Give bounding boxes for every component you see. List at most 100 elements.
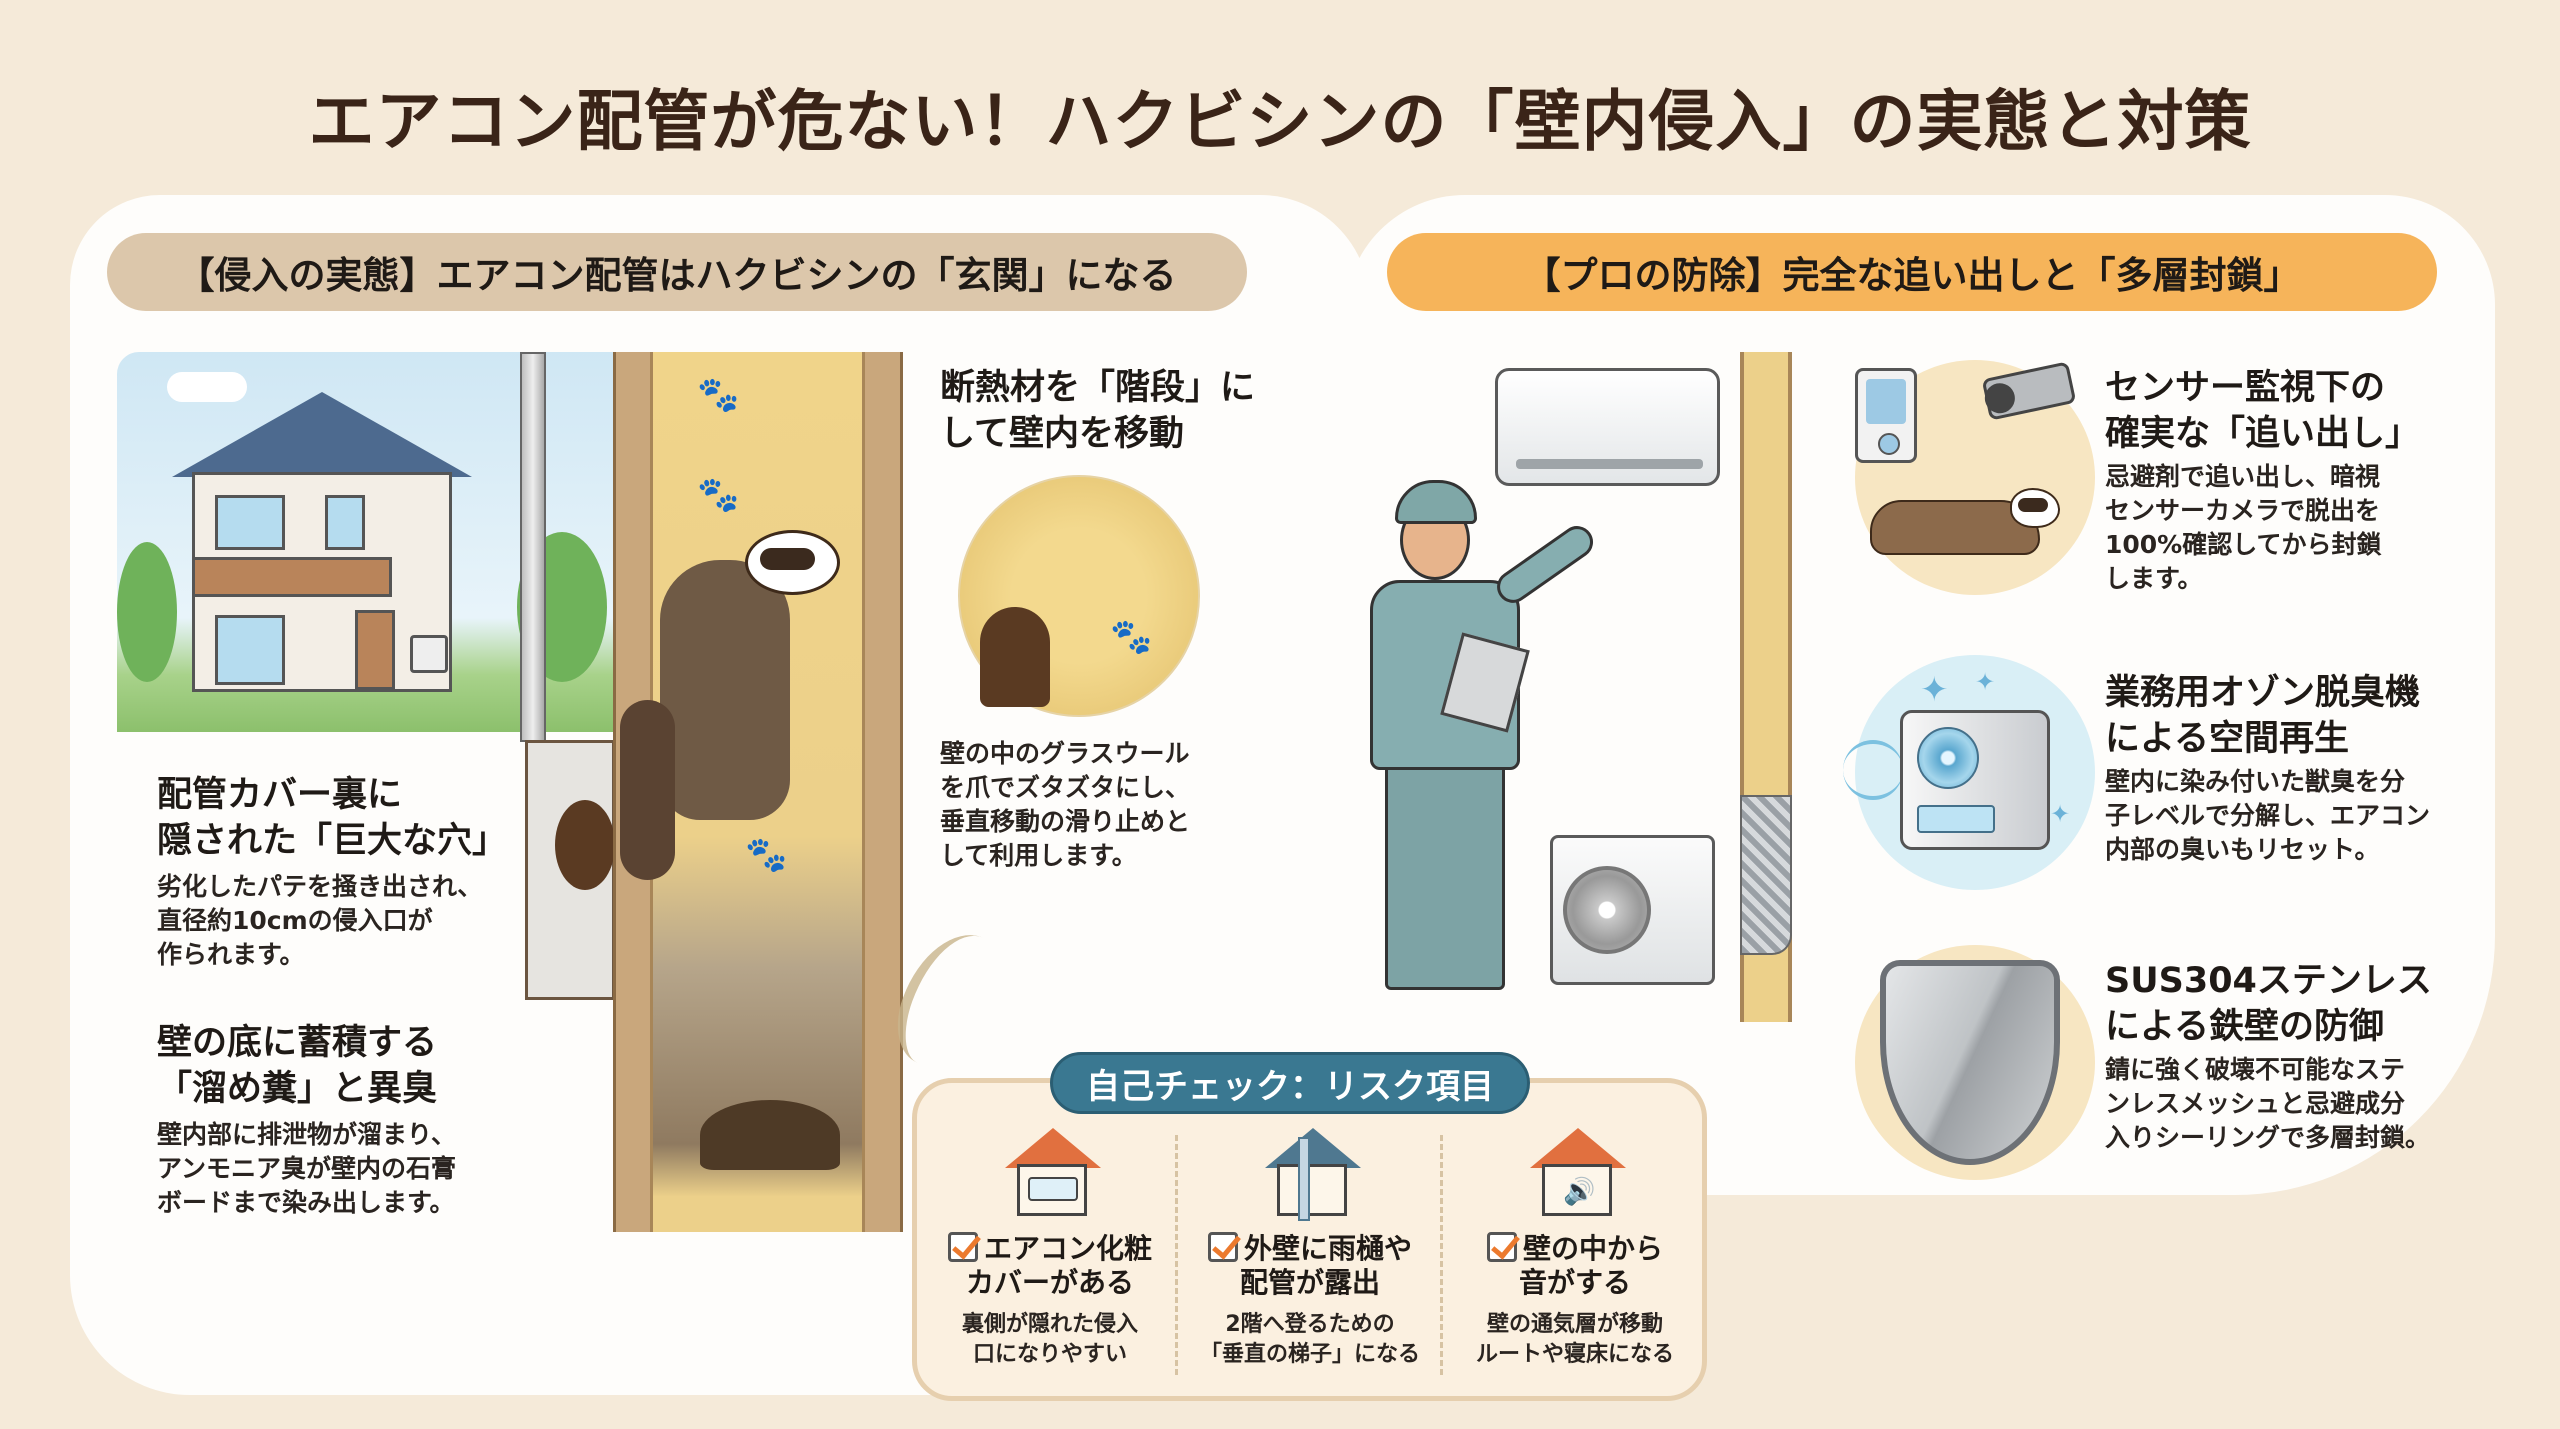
heading-line: による空間再生 [2105, 719, 2349, 759]
roof-shape [1265, 1128, 1361, 1168]
tree-icon [117, 542, 177, 682]
panel [1917, 805, 1995, 833]
body-line: 作られます。 [157, 940, 305, 969]
civet-illustration [660, 560, 790, 820]
heading-line: センサー監視下の [2105, 368, 2386, 408]
risk-desc: 壁の通気層が移動 ルートや寝床になる [1445, 1310, 1705, 1370]
divider [1440, 1135, 1443, 1375]
heading-line: 確実な「追い出し」 [2105, 414, 2421, 454]
door-icon [355, 610, 395, 690]
fan-icon [1563, 866, 1651, 954]
desc-line: ルートや寝床になる [1475, 1342, 1674, 1367]
heading-line: 「溜め糞」と異臭 [157, 1069, 438, 1109]
window-icon [215, 495, 285, 550]
paw-print-icon: 🐾 [1110, 617, 1153, 657]
house-sound-icon: 🔊 [1530, 1128, 1626, 1218]
item-heading-droppings: 壁の底に蓄積する 「溜め糞」と異臭 [157, 1020, 437, 1112]
body-line: 壁内部に排泄物が溜まり、 [157, 1120, 457, 1149]
heading-line: による鉄壁の防御 [2105, 1007, 2384, 1047]
body-line: 内部の臭いもリセット。 [2105, 835, 2380, 864]
feature-heading-shield: SUS304ステンレス による鉄壁の防御 [2105, 958, 2432, 1050]
feature-body-eviction: 忌避剤で追い出し、暗視 センサーカメラで脱出を 100%確認してから封鎖 します… [2105, 460, 2382, 596]
heading-line: して壁内を移動 [940, 414, 1184, 454]
house-shape: 🔊 [1542, 1164, 1612, 1216]
item-body-droppings: 壁内部に排泄物が溜まり、 アンモニア臭が壁内の石膏 ボードまで染み出します。 [157, 1118, 456, 1220]
shield-icon [1880, 960, 2060, 1165]
heading-line: SUS304ステンレス [2105, 961, 2432, 1001]
risk-label[interactable]: エアコン化粧 カバーがある [920, 1232, 1180, 1300]
body-line: アンモニア臭が壁内の石膏 [157, 1154, 457, 1183]
item-body-insulation: 壁の中のグラスウール を爪でズタズタにし、 垂直移動の滑り止めと して利用します… [940, 737, 1190, 873]
checkbox-icon[interactable] [1207, 1232, 1238, 1262]
heading-line: 配管カバー裏に [157, 775, 403, 815]
ozone-machine-icon [1900, 710, 2050, 850]
heading-line: 業務用オゾン脱臭機 [2105, 673, 2421, 713]
checkbox-icon[interactable] [1486, 1232, 1517, 1262]
feature-body-shield: 錆に強く破壊不可能なステ ンレスメッシュと忌避成分 入りシーリングで多層封鎖。 [2105, 1053, 2430, 1155]
sparkle-icon: ✦ [1975, 668, 1996, 696]
right-panel-header: 【プロの防除】完全な追い出しと「多層封鎖」 [1387, 233, 2437, 311]
roof-icon [172, 392, 472, 477]
paw-print-icon: 🐾 [697, 375, 740, 415]
divider [1175, 1135, 1178, 1375]
sparkle-icon: ✦ [2050, 800, 2071, 828]
checkbox-icon[interactable] [947, 1232, 978, 1262]
wall-hole [555, 800, 615, 890]
civet-head-icon [2010, 488, 2060, 528]
body-line: 劣化したパテを掻き出され、 [157, 872, 483, 901]
roof-shape [1530, 1128, 1626, 1168]
body-line: を爪でズタズタにし、 [940, 773, 1191, 802]
technician-legs [1385, 760, 1505, 990]
risk-check-title: 自己チェック：リスク項目 [1050, 1052, 1530, 1114]
risk-item-aircon-cover: エアコン化粧 カバーがある 裏側が隠れた侵入 口になりやすい [920, 1128, 1180, 1398]
body-line: 直径約10cmの侵入口が [157, 906, 433, 935]
body-line: 子レベルで分解し、エアコン [2105, 801, 2431, 830]
droppings-pile [700, 1100, 840, 1170]
balcony [192, 557, 392, 597]
drain-pipe [520, 352, 546, 742]
body-line: して利用します。 [940, 841, 1137, 870]
claw-icon [980, 607, 1050, 707]
house-shape [1017, 1164, 1087, 1216]
feature-heading-ozone: 業務用オゾン脱臭機 による空間再生 [2105, 670, 2420, 762]
desc-line: 裏側が隠れた侵入 [961, 1312, 1138, 1337]
desc-line: 壁の通気層が移動 [1486, 1312, 1663, 1337]
body-line: 壁内に染み付いた獣臭を分 [2105, 767, 2406, 796]
risk-label[interactable]: 外壁に雨樋や 配管が露出 [1180, 1232, 1440, 1300]
body-line: します。 [2105, 564, 2203, 593]
window-icon [325, 495, 365, 550]
ac-outdoor-unit [1550, 835, 1715, 985]
insulation-closeup-illustration: 🐾 [958, 475, 1200, 717]
body-line: 100%確認してから封鎖 [2105, 530, 2382, 559]
sparkle-icon: ✦ [1920, 670, 1949, 710]
risk-item-wall-sound: 🔊 壁の中から 音がする 壁の通気層が移動 ルートや寝床になる [1445, 1128, 1705, 1398]
downpipe-icon [1298, 1137, 1310, 1221]
body-line: センサーカメラで脱出を [2105, 496, 2381, 525]
body-line: 壁の中のグラスウール [940, 739, 1190, 768]
window-icon [215, 615, 285, 685]
house-aircon-icon [1005, 1128, 1101, 1218]
heading-line: 壁の底に蓄積する [157, 1023, 438, 1063]
roof-shape [1005, 1128, 1101, 1168]
feature-heading-eviction: センサー監視下の 確実な「追い出し」 [2105, 365, 2420, 457]
body-line: 入りシーリングで多層封鎖。 [2105, 1123, 2431, 1152]
ac-vent [1516, 459, 1703, 469]
heading-line: 断熱材を「階段」に [940, 368, 1256, 408]
house-shape [1277, 1137, 1347, 1221]
label-line: 壁の中から [1522, 1232, 1663, 1265]
label-line: カバーがある [965, 1266, 1134, 1299]
body-line: 垂直移動の滑り止めと [940, 807, 1191, 836]
body-line: 錆に強く破壊不可能なステ [2105, 1055, 2406, 1084]
body-line: ボードまで染み出します。 [157, 1188, 455, 1217]
civet-tail [620, 700, 675, 880]
aircon-icon [1028, 1177, 1078, 1201]
risk-desc: 2階へ登るための 「垂直の梯子」になる [1180, 1310, 1440, 1370]
desc-line: 2階へ登るための [1225, 1312, 1395, 1337]
sensor-device-icon [1855, 368, 1917, 463]
fan-icon [1917, 727, 1979, 789]
house-wall [192, 472, 452, 692]
risk-label[interactable]: 壁の中から 音がする [1445, 1232, 1705, 1300]
civet-mask [760, 548, 815, 570]
risk-desc: 裏側が隠れた侵入 口になりやすい [920, 1310, 1180, 1370]
left-panel-header: 【侵入の実態】エアコン配管はハクビシンの「玄関」になる [107, 233, 1247, 311]
